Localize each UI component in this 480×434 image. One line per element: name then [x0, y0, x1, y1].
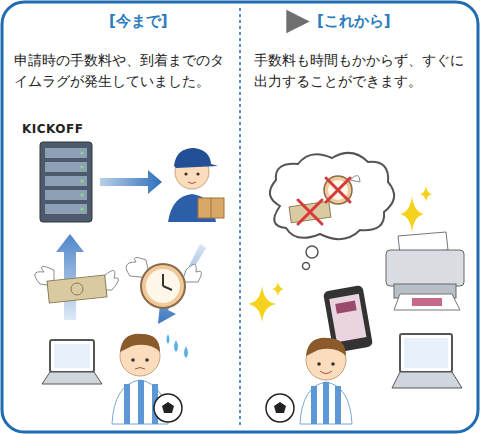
flow-arrow [100, 170, 162, 194]
courier-figure [168, 148, 224, 222]
server-label: KICKOFF [22, 122, 83, 136]
section-heading: [今まで] [105, 10, 172, 33]
child-figure [112, 334, 188, 424]
thought-bubble [270, 153, 394, 270]
server-icon [40, 142, 92, 222]
clock-icon [126, 257, 201, 308]
description-text: 申請時の手数料や、到着までのタイムラグが発生していました。 [14, 50, 232, 92]
money-icon [35, 266, 119, 303]
heading-box: [これから] [313, 10, 395, 33]
laptop-icon [392, 334, 462, 388]
laptop-icon [42, 340, 102, 384]
printer-icon [386, 232, 464, 310]
heading-box: [今まで] [105, 10, 172, 33]
divider [239, 8, 241, 428]
child-figure [266, 338, 352, 424]
section-heading: [これから] [313, 10, 395, 33]
transition-arrow [180, 17, 291, 26]
flow-arrow [56, 234, 84, 320]
description-text: 手数料も時間もかからず、すぐに出力することができます。 [254, 50, 470, 92]
